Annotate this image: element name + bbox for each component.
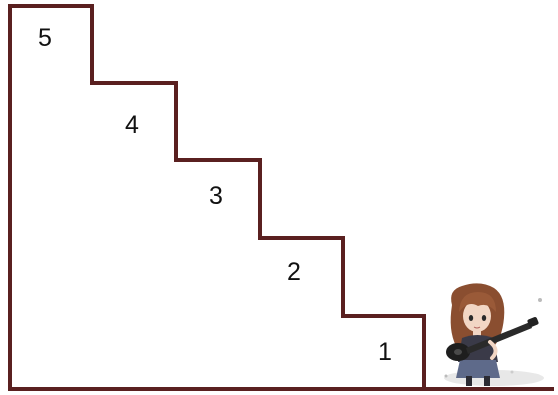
step-number-2: 2 [287, 258, 301, 286]
step-number-4: 4 [125, 111, 139, 139]
step-number-5: 5 [38, 24, 52, 52]
girl-with-guitar-icon [444, 283, 544, 386]
step-number-1: 1 [378, 338, 392, 366]
step-number-3: 3 [209, 182, 223, 210]
